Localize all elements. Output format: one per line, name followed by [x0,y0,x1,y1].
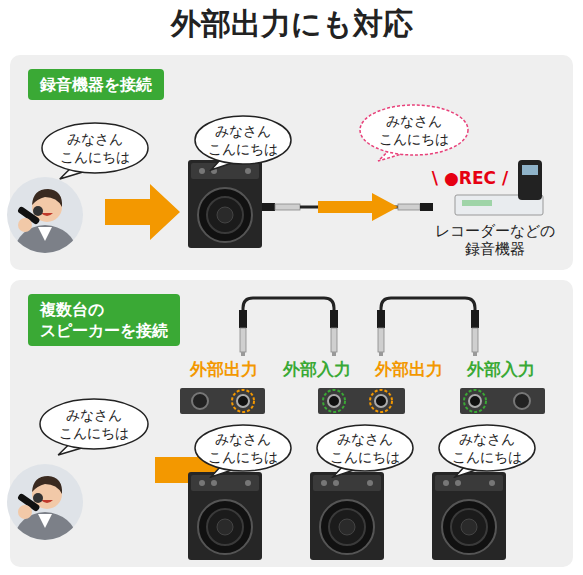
bubble-body [317,425,413,471]
rec-indicator: \ ●REC / [405,168,535,188]
plug-tip [331,328,337,352]
bubble-body [195,116,291,164]
speech-bubble: みなさん こんにちは [315,424,415,478]
knob [192,393,208,409]
plug-sleeve [471,310,479,328]
jack-panel: 外部入力 [455,356,547,416]
cable-line [243,298,334,311]
speaker [188,472,262,560]
output-ring [232,390,254,412]
jack-label: 外部入力 [272,356,362,382]
bubble-text: みなさん こんにちは [59,406,129,442]
audio-cable [239,298,338,356]
jack-label: 外部入力 [455,356,547,382]
speaker [310,472,384,560]
speaker [432,472,506,560]
jack-panel: 外部入力外部出力 [272,356,454,416]
jack-panel [180,388,265,414]
jack-label: 外部出力 [364,356,454,382]
plug-point [473,352,477,356]
bubble-body [40,399,148,449]
bubble-text: みなさん こんにちは [208,122,278,158]
plug-point [379,352,383,356]
bubble-text: みなさん こんにちは [379,112,449,148]
title: 外部出力にも対応 [0,4,583,44]
deck-display [462,200,492,206]
speech-bubble: みなさん こんにちは [437,424,537,478]
input-ring [323,390,345,412]
jack [237,395,249,407]
speech-bubble: みなさん こんにちは [40,122,150,180]
jack-panel [460,388,545,414]
input-ring [464,390,486,412]
plug-tip [275,204,300,210]
plug-sleeve [330,310,338,328]
plug-tip [398,204,420,210]
speech-bubble: みなさん こんにちは [193,115,293,171]
plug-sleeve [239,310,247,328]
plug-sleeve [420,203,433,211]
plug-point [241,352,245,356]
audio-cable [377,298,479,356]
jack [469,395,481,407]
bubble-text-box: みなさん こんにちは [193,115,293,165]
speech-bubble: みなさん こんにちは [193,424,293,478]
bubble-body [42,123,148,173]
knob [514,393,530,409]
bubble-body [439,425,535,471]
cable-line [381,298,475,311]
jack-label: 外部出力 [178,356,270,382]
device-caption: レコーダーなどの 録音機器 [420,222,570,258]
plug-tip [472,328,478,352]
bubble-text-box: みなさん こんにちは [315,424,415,472]
bubble-body [360,105,468,155]
plug-tip [240,328,246,352]
speech-bubble: みなさん こんにちは [38,398,150,456]
plug-sleeve [377,310,385,328]
bubble-text: みなさん こんにちは [60,130,130,166]
bubble-body [195,425,291,471]
bubble-text-box: みなさん こんにちは [358,104,470,156]
voice-recorder [518,160,542,200]
section-tag: 録音機器を接続 [28,69,164,100]
jack [328,395,340,407]
speaker [188,160,262,248]
bubble-text: みなさん こんにちは [330,430,400,466]
speech-bubble: みなさん こんにちは [358,104,470,162]
bubble-text: みなさん こんにちは [208,430,278,466]
bubble-text-box: みなさん こんにちは [193,424,293,472]
bubble-text-box: みなさん こんにちは [38,398,150,450]
plug-point [332,352,336,356]
jack-panel [318,388,405,414]
bubble-text-box: みなさん こんにちは [437,424,537,472]
jack [375,395,387,407]
recorder-screen [522,165,538,175]
section-tag: 複数台の スピーカーを接続 [28,294,180,346]
plug-sleeve [262,203,275,211]
jack-panel: 外部出力 [178,356,270,416]
output-ring [370,390,392,412]
plug-tip [378,328,384,352]
bubble-text-box: みなさん こんにちは [40,122,150,174]
bubble-text: みなさん こんにちは [452,430,522,466]
